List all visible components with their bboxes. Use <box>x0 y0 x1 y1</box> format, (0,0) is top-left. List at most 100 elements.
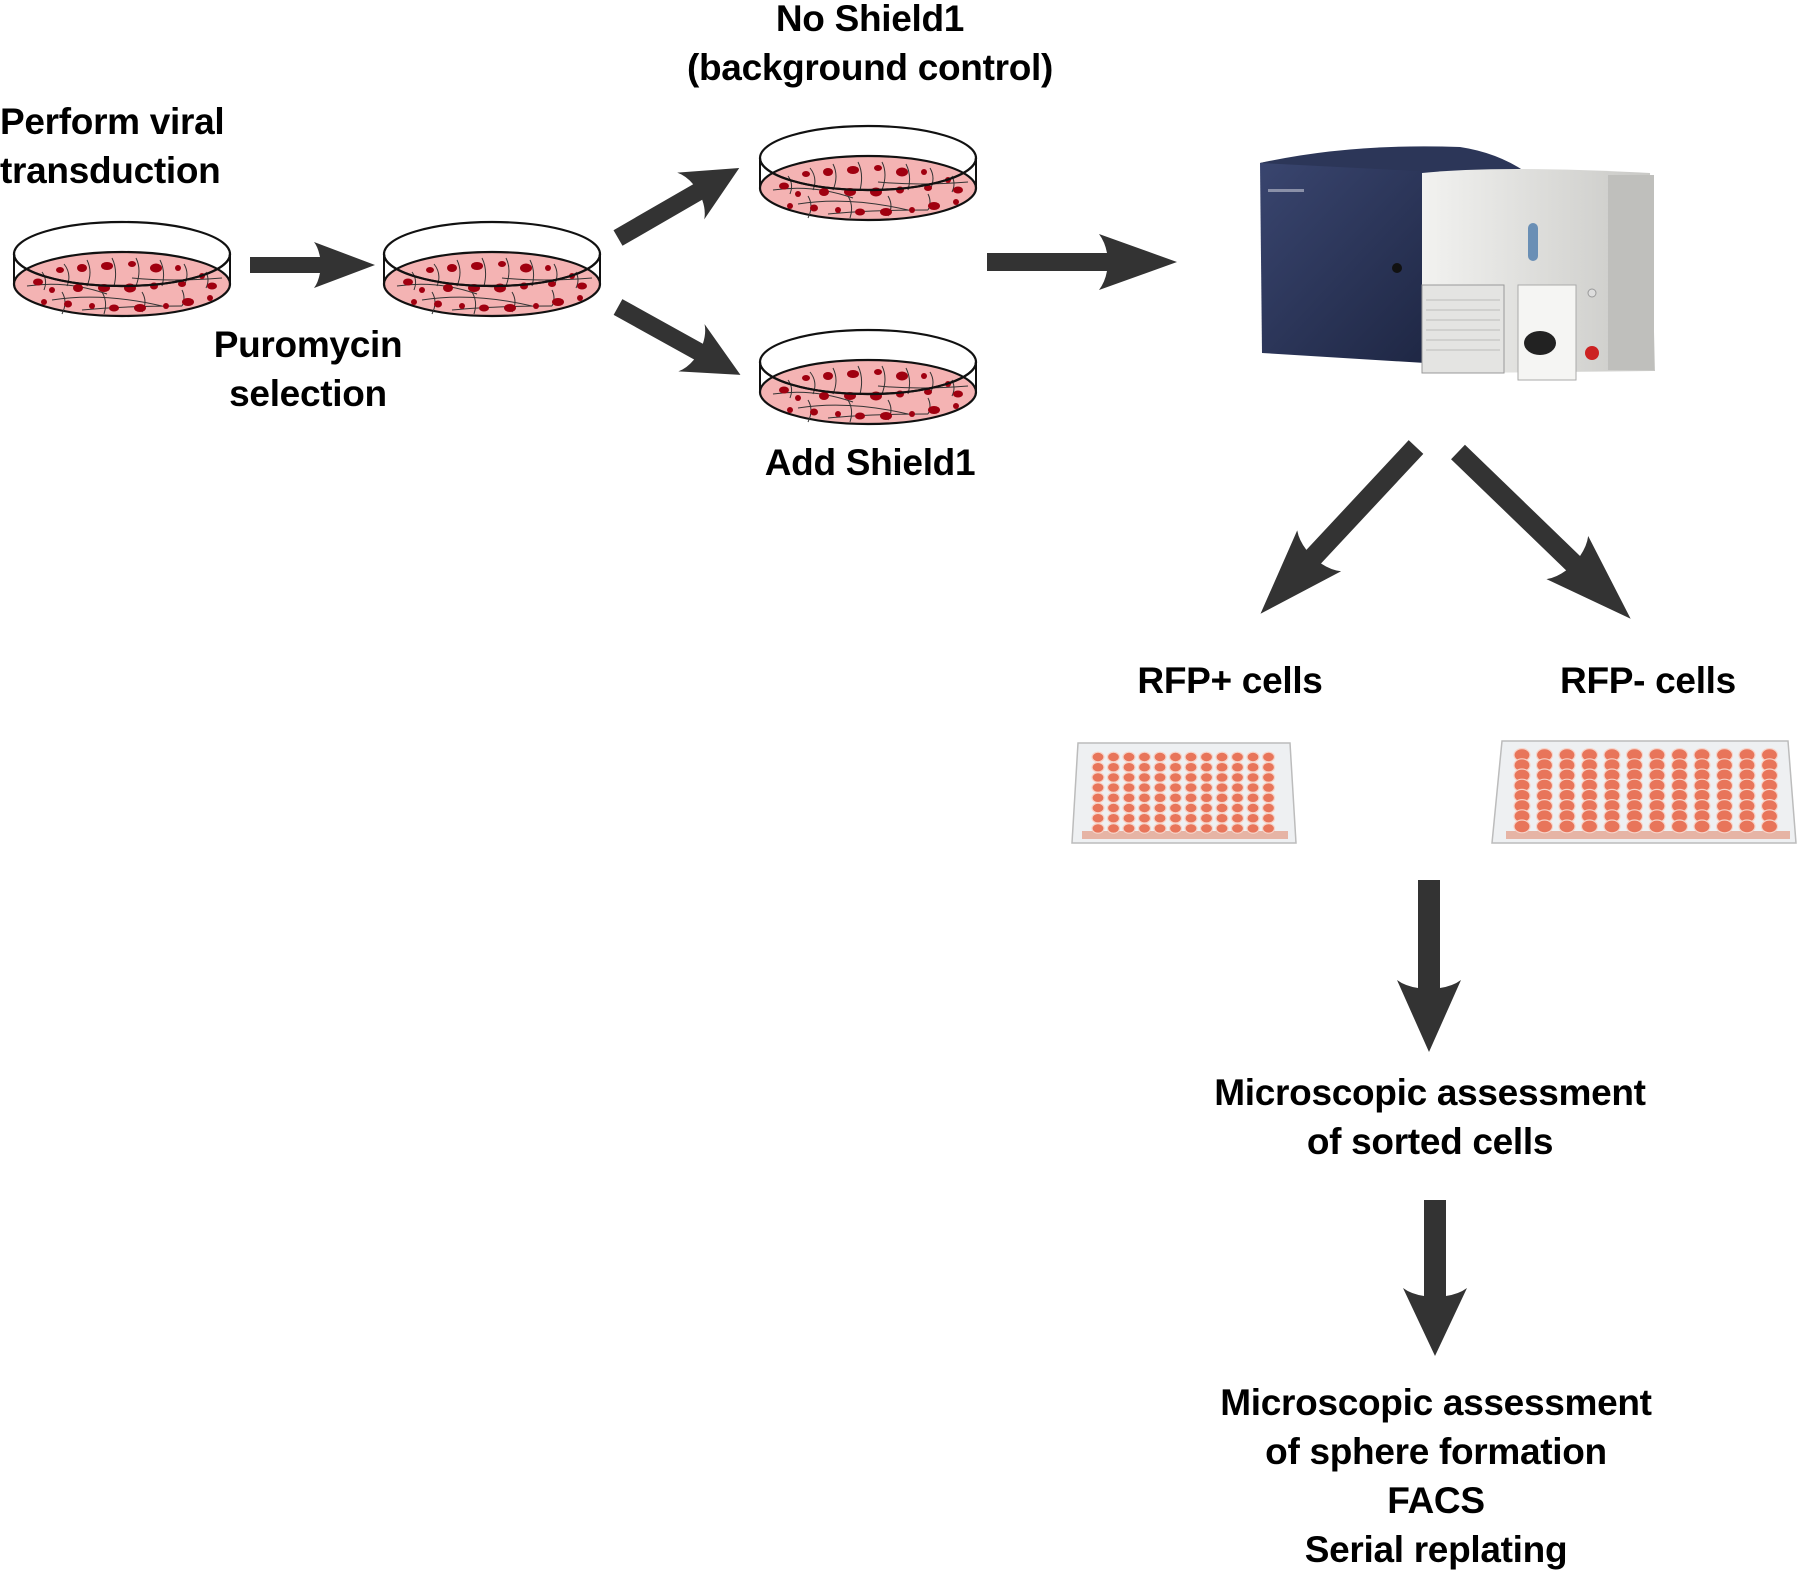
well <box>1137 812 1152 824</box>
well <box>1246 761 1260 773</box>
well <box>1091 802 1105 814</box>
well <box>1693 819 1711 834</box>
well <box>1215 822 1229 834</box>
well <box>1137 751 1152 763</box>
label-final-assessments: Microscopic assessment of sphere formati… <box>1186 1378 1686 1574</box>
well <box>1199 792 1214 804</box>
well <box>1091 822 1105 834</box>
petri-dish-icon <box>758 124 978 222</box>
label-add-shield1: Add Shield1 <box>700 438 1040 487</box>
well <box>1122 751 1136 763</box>
wells-grid <box>1091 751 1276 834</box>
well <box>1168 812 1183 824</box>
well <box>1153 792 1167 804</box>
well <box>1106 792 1121 804</box>
well <box>1122 822 1136 834</box>
well <box>1122 802 1136 814</box>
well <box>1184 772 1198 783</box>
well <box>1558 819 1576 834</box>
well <box>1184 802 1198 814</box>
well <box>1230 772 1245 783</box>
well <box>1246 792 1260 804</box>
well <box>1122 792 1136 804</box>
well <box>1230 792 1245 804</box>
arrow-icon <box>250 242 375 288</box>
label-line: selection <box>229 373 387 414</box>
well <box>1246 772 1260 783</box>
well <box>1091 761 1105 773</box>
well <box>1184 812 1198 824</box>
label-line: Microscopic assessment <box>1214 1072 1646 1113</box>
well <box>1106 812 1121 824</box>
well-plate-rfp-negative-icon <box>1491 740 1797 844</box>
petri-dish-icon <box>382 220 602 318</box>
well <box>1168 761 1183 773</box>
well <box>1535 819 1554 834</box>
arrow-icon <box>613 168 740 246</box>
well <box>1261 761 1276 773</box>
well <box>1215 792 1229 804</box>
well <box>1261 782 1276 793</box>
well <box>1199 761 1214 773</box>
well <box>1122 761 1136 773</box>
well <box>1137 772 1152 783</box>
well <box>1199 772 1214 783</box>
well <box>1153 751 1167 763</box>
well <box>1199 812 1214 824</box>
well <box>1168 772 1183 783</box>
well <box>1261 772 1276 783</box>
well-plate-rfp-positive-icon <box>1071 742 1297 844</box>
well <box>1168 822 1183 834</box>
well <box>1091 792 1105 804</box>
well <box>1215 782 1229 793</box>
well <box>1261 802 1276 814</box>
well <box>1261 812 1276 824</box>
label-microscopic-assessment-sorted: Microscopic assessment of sorted cells <box>1180 1068 1680 1166</box>
arrow-icon <box>987 234 1177 290</box>
well <box>1137 822 1152 834</box>
well <box>1091 772 1105 783</box>
well <box>1106 782 1121 793</box>
well <box>1215 761 1229 773</box>
well <box>1199 802 1214 814</box>
well <box>1168 782 1183 793</box>
well <box>1137 782 1152 793</box>
well <box>1153 802 1167 814</box>
well <box>1137 761 1152 773</box>
well <box>1153 782 1167 793</box>
well <box>1184 751 1198 763</box>
well <box>1230 751 1245 763</box>
label-perform-viral-transduction: Perform viral transduction <box>0 97 225 195</box>
well <box>1153 761 1167 773</box>
well <box>1230 761 1245 773</box>
well <box>1738 819 1756 834</box>
label-line: RFP+ cells <box>1137 660 1323 701</box>
arrow-icon <box>1451 444 1631 619</box>
well <box>1246 782 1260 793</box>
label-line: transduction <box>0 150 221 191</box>
well <box>1184 822 1198 834</box>
well <box>1168 802 1183 814</box>
label-line: Add Shield1 <box>764 442 976 483</box>
well <box>1122 782 1136 793</box>
well <box>1246 802 1260 814</box>
well <box>1215 751 1229 763</box>
wells-grid <box>1513 748 1779 834</box>
well <box>1106 822 1121 834</box>
well <box>1168 792 1183 804</box>
well <box>1261 751 1276 763</box>
well <box>1122 812 1136 824</box>
arrow-icon <box>613 299 741 375</box>
well <box>1106 751 1121 763</box>
label-line: (background control) <box>686 47 1054 88</box>
well <box>1106 772 1121 783</box>
petri-dish-icon <box>12 220 232 318</box>
well <box>1246 812 1260 824</box>
well <box>1580 819 1599 834</box>
arrow-icon <box>1260 440 1424 614</box>
label-no-shield1: No Shield1 (background control) <box>650 0 1090 92</box>
well <box>1760 819 1779 834</box>
well <box>1261 822 1276 834</box>
well <box>1199 822 1214 834</box>
